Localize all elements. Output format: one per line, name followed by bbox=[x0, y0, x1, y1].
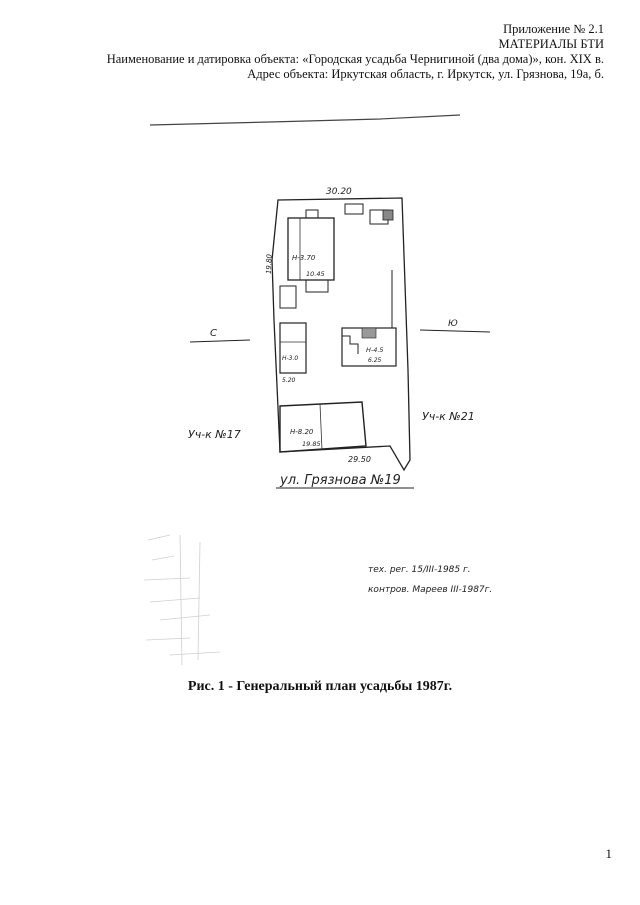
dim-top: 30.20 bbox=[326, 187, 352, 197]
neighbor-right: Уч-к №21 bbox=[422, 410, 475, 423]
house-2-divider bbox=[319, 403, 323, 451]
neighbor-left: Уч-к №17 bbox=[188, 428, 241, 441]
right-building-steps bbox=[342, 335, 359, 354]
orientation-right: Ю bbox=[448, 319, 458, 329]
orientation-line-left bbox=[189, 339, 251, 343]
shed-left bbox=[279, 285, 297, 309]
street-label: ул. Грязнова №19 bbox=[279, 473, 401, 488]
right-building-height: Н-4.5 bbox=[366, 346, 384, 354]
scan-stroke bbox=[149, 114, 461, 126]
object-name: Наименование и датировка объекта: «Город… bbox=[106, 52, 604, 66]
house-2-outline bbox=[279, 401, 367, 453]
house-1-dim: 10.45 bbox=[306, 270, 325, 278]
site-plan-svg: 30.20 29.50 19.80 Н-3.70 10.45 Н-8.20 19… bbox=[143, 114, 492, 666]
small-building-height: Н-3.0 bbox=[282, 355, 298, 362]
shed-top-1 bbox=[344, 203, 364, 215]
house-1-porch bbox=[305, 209, 319, 219]
site-plan-drawing: 30.20 29.50 19.80 Н-3.70 10.45 Н-8.20 19… bbox=[130, 110, 600, 670]
shed-top-3 bbox=[382, 209, 394, 221]
page-number: 1 bbox=[605, 846, 613, 861]
faded-stamp-area bbox=[143, 534, 221, 666]
figure-caption: Рис. 1 - Генеральный план усадьбы 1987г. bbox=[187, 679, 453, 694]
house-2-dim: 19.85 bbox=[302, 440, 321, 448]
house-1-annex bbox=[305, 279, 329, 293]
small-building bbox=[279, 322, 307, 374]
control-note: контров. Мареев III-1987г. bbox=[368, 585, 492, 595]
right-building-hatch bbox=[361, 327, 377, 339]
orientation-left: С bbox=[210, 328, 217, 339]
orientation-line-right bbox=[419, 329, 491, 333]
house-2-height: Н-8.20 bbox=[290, 428, 314, 436]
object-address: Адрес объекта: Иркутская область, г. Ирк… bbox=[247, 67, 604, 81]
dim-left-side: 19.80 bbox=[265, 253, 274, 274]
house-1-height: Н-3.70 bbox=[292, 254, 316, 262]
small-building-dim: 5.20 bbox=[282, 377, 296, 384]
appendix-number: Приложение № 2.1 bbox=[503, 22, 604, 36]
registration-note: тех. рег. 15/III-1985 г. bbox=[368, 565, 471, 575]
materials-label: МАТЕРИАЛЫ БТИ bbox=[498, 37, 605, 51]
document-header: Приложение № 2.1 МАТЕРИАЛЫ БТИ Наименова… bbox=[107, 22, 604, 82]
plot-boundary bbox=[271, 197, 411, 472]
right-building-dim: 6.25 bbox=[368, 357, 382, 364]
dim-bottom: 29.50 bbox=[348, 455, 371, 464]
